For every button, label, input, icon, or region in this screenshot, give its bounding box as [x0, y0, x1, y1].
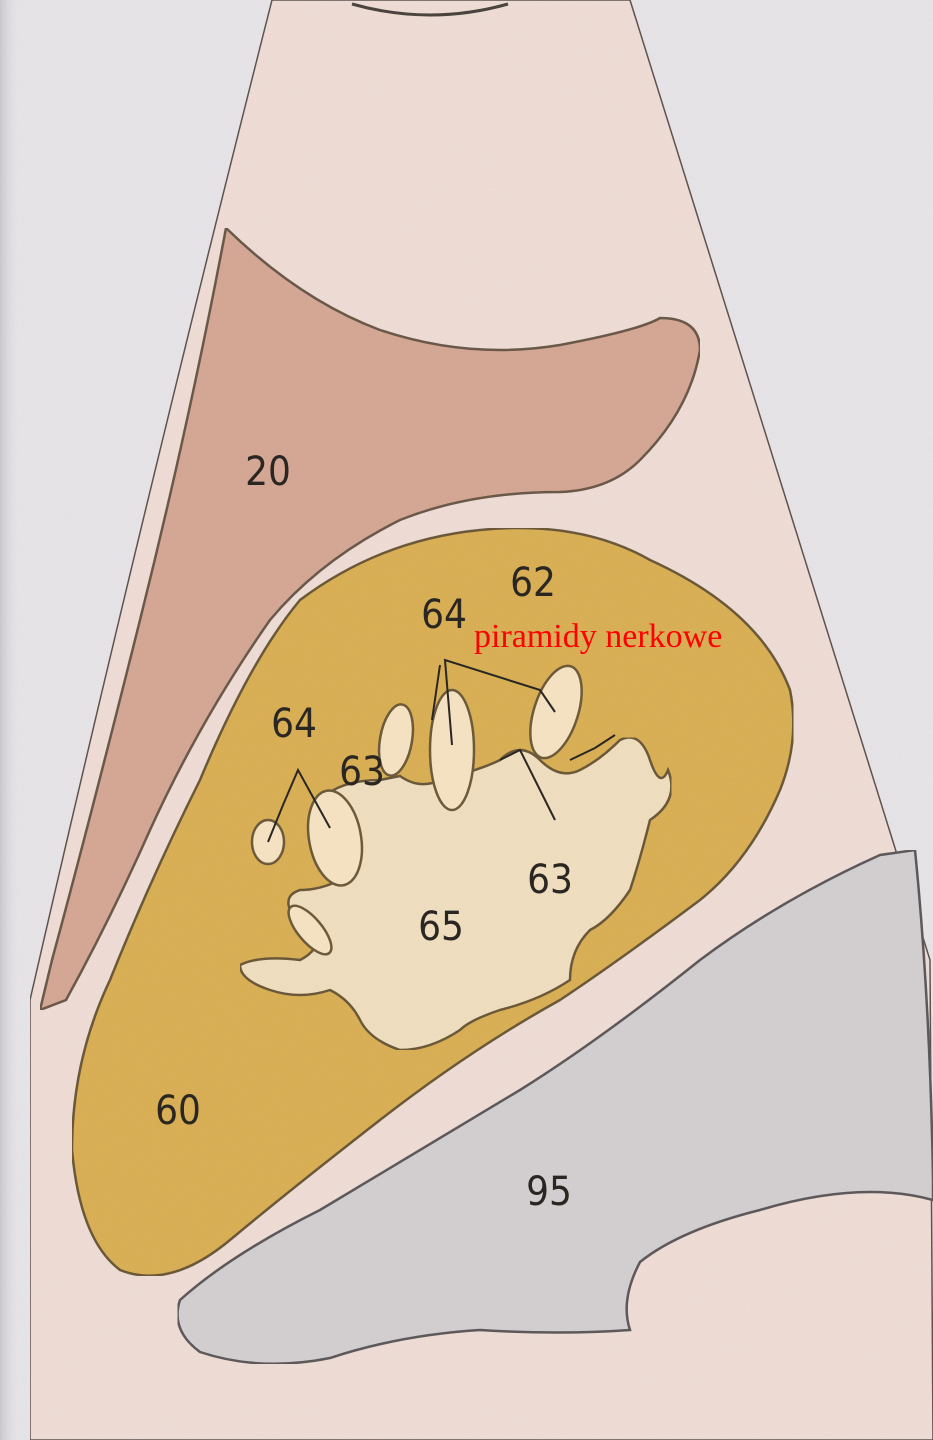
label-65: 65 [418, 904, 464, 950]
label-64-left: 64 [271, 701, 317, 747]
papilla-center [430, 690, 474, 810]
annotation-piramidy-nerkowe: piramidy nerkowe [474, 618, 722, 655]
label-63-right: 63 [527, 857, 573, 903]
label-20: 20 [245, 449, 291, 495]
label-62: 62 [510, 560, 556, 606]
label-64-top: 64 [421, 592, 467, 638]
left-edge-shadow [0, 0, 22, 1440]
label-60: 60 [155, 1088, 201, 1134]
label-63-left: 63 [339, 749, 385, 795]
label-95: 95 [526, 1169, 572, 1215]
